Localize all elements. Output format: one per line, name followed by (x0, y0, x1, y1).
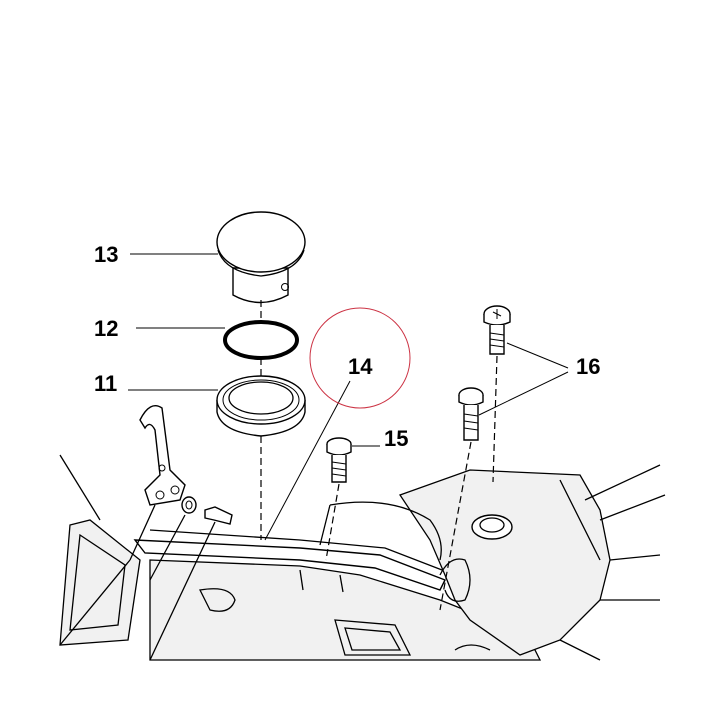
hook-bracket (129, 405, 186, 561)
leader-lines (128, 253, 569, 541)
part-11-seat-ring (216, 375, 306, 437)
part-13-cap (216, 211, 306, 304)
callout-15: 15 (384, 426, 408, 451)
callout-12: 12 (94, 316, 118, 341)
callout-16: 16 (576, 354, 600, 379)
callout-11: 11 (94, 371, 117, 396)
part-12-o-ring (223, 320, 299, 360)
part-16-bolt-upper (483, 305, 511, 355)
highlight-circle (309, 307, 411, 409)
part-15-bolt (326, 437, 352, 483)
part-16-bolt-lower (458, 387, 484, 441)
washer-and-screw (149, 496, 233, 661)
assembly-axes (260, 300, 498, 611)
callout-13: 13 (94, 242, 118, 267)
callout-14: 14 (348, 354, 373, 379)
frame-body (59, 454, 666, 661)
